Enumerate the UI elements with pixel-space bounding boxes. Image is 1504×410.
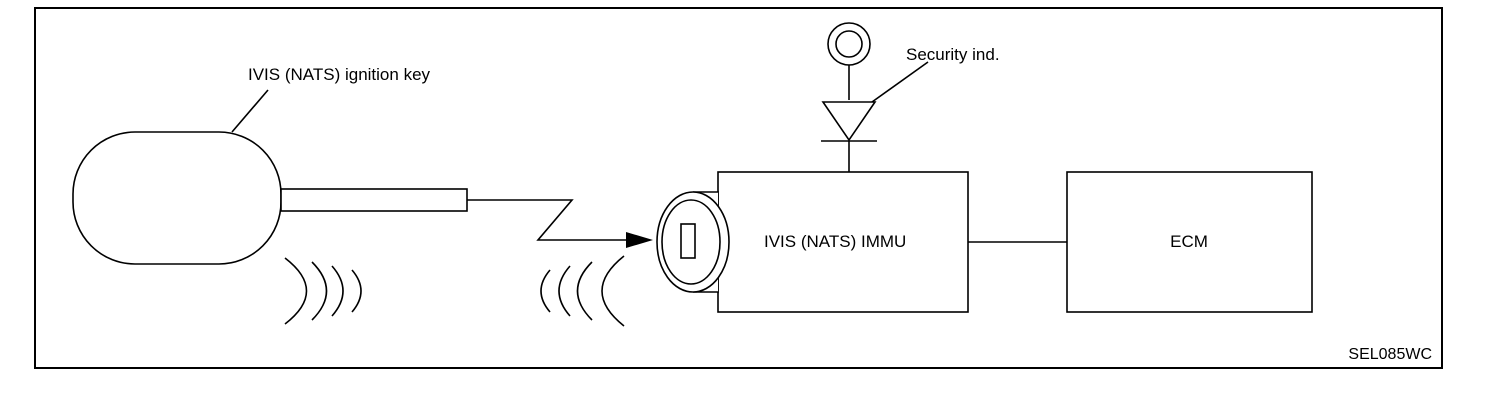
ignition-key-head <box>72 131 282 265</box>
transmission-line <box>467 199 628 241</box>
immu-box <box>717 171 969 313</box>
key-cylinder-icon <box>656 190 730 294</box>
ecm-label: ECM <box>1170 232 1208 251</box>
cylinder-signal-waves-icon <box>540 255 625 327</box>
ecm-box <box>1066 171 1313 313</box>
arrow-head-icon <box>626 232 653 248</box>
key-signal-waves-icon <box>284 257 362 325</box>
immu-label: IVIS (NATS) IMMU <box>764 232 906 251</box>
figure-id: SEL085WC <box>1348 346 1432 363</box>
ignition-key-blade <box>280 188 468 212</box>
key-label: IVIS (NATS) ignition key <box>248 65 431 84</box>
key-label-leader <box>231 89 269 133</box>
security-label-leader <box>871 61 929 103</box>
security-label: Security ind. <box>906 45 1000 64</box>
